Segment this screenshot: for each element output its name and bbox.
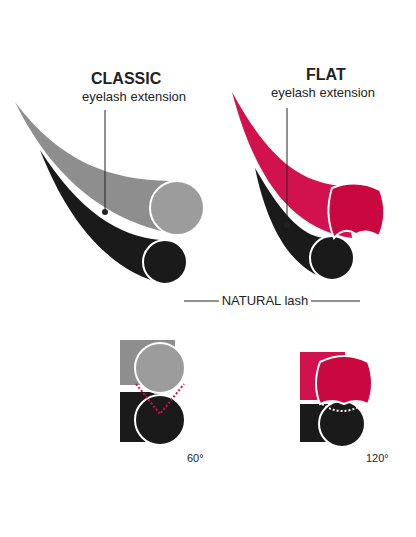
classic-extension-end (135, 343, 185, 393)
natural-lash-end (135, 395, 185, 445)
angle-marker (322, 404, 364, 411)
subheading-label: eyelash extension (82, 90, 186, 104)
flat-extension-end (316, 356, 372, 404)
leader-line (105, 110, 106, 211)
classic-extension-end (150, 181, 204, 235)
angle-label: 120° (366, 452, 389, 464)
angle-marker (136, 384, 184, 414)
angle-label: 60° (187, 452, 204, 464)
natural-lash-end (143, 240, 187, 284)
natural-lash-end (310, 236, 354, 280)
heading-label: FLAT (306, 66, 346, 84)
subheading-label: eyelash extension (271, 86, 375, 100)
flat-extension-end (328, 183, 384, 238)
leader-dot (102, 209, 108, 215)
natural-lash-label: NATURAL lash (219, 294, 312, 308)
natural-lash-end (319, 401, 365, 447)
heading-label: CLASSIC (91, 70, 161, 88)
leader-dot (284, 222, 290, 228)
leader-line (287, 108, 288, 224)
